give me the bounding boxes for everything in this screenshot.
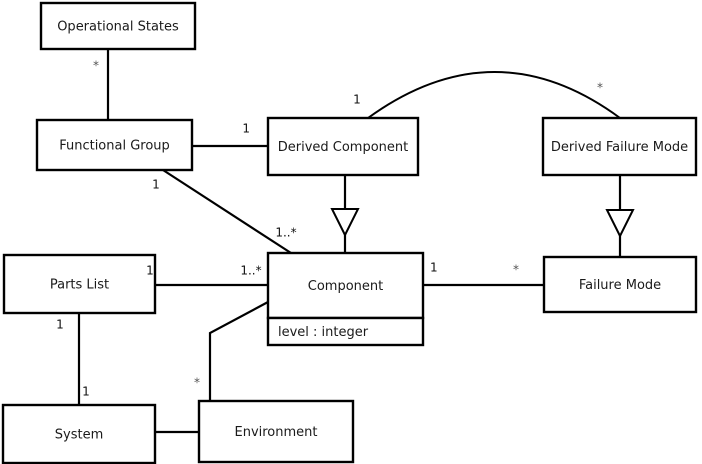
multiplicity-label-mult-comp-partslist: 1..*: [240, 264, 261, 278]
attribute-text-component-0: level : integer: [278, 325, 369, 340]
multiplicity-label-mult-partslist: 1: [146, 264, 154, 278]
multiplicity-label-mult-comp-fm: 1: [430, 261, 438, 275]
class-box-functional-group[interactable]: Functional Group: [35, 118, 194, 172]
generalization-arrow-icon-derivedfailuremode-to-failuremode: [605, 209, 635, 239]
multiplicity-label-mult-dfm-arc: *: [597, 81, 603, 95]
class-name-component: Component: [308, 279, 383, 294]
class-name-derived-component: Derived Component: [278, 140, 409, 155]
association-layer: [77, 49, 621, 434]
class-name-parts-list: Parts List: [50, 278, 109, 293]
class-box-component[interactable]: Component: [266, 251, 425, 320]
association-environment-component: [208, 301, 269, 401]
class-name-derived-failure-mode: Derived Failure Mode: [551, 140, 688, 155]
class-box-frame-functional-group: [35, 118, 194, 172]
multiplicity-label-mult-fg-comp-far: 1..*: [275, 226, 296, 240]
class-box-frame-failure-mode: [542, 255, 698, 314]
class-box-operational-states[interactable]: Operational States: [39, 1, 197, 51]
class-box-environment[interactable]: Environment: [197, 399, 355, 464]
multiplicity-label-mult-partslist-system-top: 1: [56, 318, 64, 332]
generalization-arrow-icon-derivedcomponent-to-component: [330, 208, 360, 238]
class-box-frame-parts-list: [2, 253, 157, 315]
multiplicity-layer: * 1 1 * 1 1..* 1 1..* 1 * 1 1 *: [56, 59, 603, 399]
generalization-layer: [330, 175, 635, 257]
class-box-frame-environment: [197, 399, 355, 464]
attribute-compartment-frame-component: [266, 316, 425, 347]
class-name-operational-states: Operational States: [57, 20, 179, 35]
attribute-compartment-component[interactable]: level : integer: [266, 316, 425, 347]
class-box-frame-derived-failure-mode: [541, 116, 698, 177]
association-functionalgroup-component: [162, 169, 292, 254]
class-box-derived-failure-mode[interactable]: Derived Failure Mode: [541, 116, 698, 177]
class-box-derived-component[interactable]: Derived Component: [266, 116, 420, 177]
multiplicity-label-mult-fg-comp-near: 1: [152, 178, 160, 192]
class-name-environment: Environment: [234, 425, 317, 440]
class-box-parts-list[interactable]: Parts List: [2, 253, 157, 315]
association-derivedcomponent-derivedfailuremode: [367, 71, 621, 119]
class-box-failure-mode[interactable]: Failure Mode: [542, 255, 698, 314]
multiplicity-label-mult-fg-dc: 1: [242, 122, 250, 136]
class-name-system: System: [55, 428, 103, 443]
class-name-failure-mode: Failure Mode: [579, 278, 661, 293]
class-name-functional-group: Functional Group: [59, 139, 170, 154]
class-box-frame-derived-component: [266, 116, 420, 177]
class-box-frame-component: [266, 251, 425, 320]
multiplicity-label-mult-environment: *: [194, 376, 200, 390]
multiplicity-label-mult-opstates: *: [93, 59, 99, 73]
class-box-system[interactable]: System: [1, 403, 157, 464]
class-box-frame-operational-states: [39, 1, 197, 51]
class-box-frame-system: [1, 403, 157, 464]
multiplicity-label-mult-fm-comp: *: [513, 263, 519, 277]
multiplicity-label-mult-dc-arc: 1: [353, 93, 361, 107]
multiplicity-label-mult-system-partslist-bottom: 1: [82, 385, 90, 399]
